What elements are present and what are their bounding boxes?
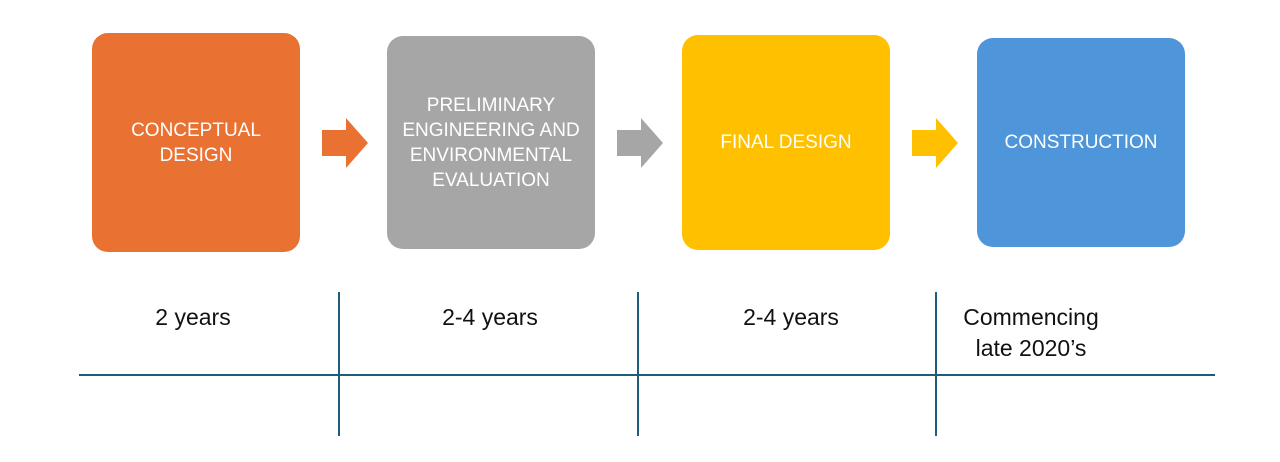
duration-final-design: 2-4 years (743, 304, 839, 330)
arrow-right-icon (912, 118, 958, 168)
duration-conceptual-design: 2 years (155, 304, 231, 330)
timeline-horizontal-line (79, 374, 1215, 376)
stage-label: FINAL DESIGN (720, 132, 852, 153)
stage-label: CONSTRUCTION (1004, 132, 1158, 153)
arrow-right-icon (322, 118, 368, 168)
stage-preliminary-engineering: PRELIMINARY ENGINEERING AND ENVIRONMENTA… (387, 36, 595, 249)
stage-construction: CONSTRUCTION (977, 38, 1185, 247)
duration-preliminary-engineering: 2-4 years (442, 304, 538, 330)
stage-label: CONCEPTUAL DESIGN (131, 119, 261, 166)
duration-construction: Commencing late 2020’s (963, 304, 1099, 361)
stage-label: PRELIMINARY ENGINEERING AND ENVIRONMENTA… (402, 94, 580, 191)
stage-final-design: FINAL DESIGN (682, 35, 890, 250)
timeline-divider (637, 292, 639, 436)
stage-conceptual-design: CONCEPTUAL DESIGN (92, 33, 300, 252)
timeline-divider (338, 292, 340, 436)
arrow-right-icon (617, 118, 663, 168)
timeline-divider (935, 292, 937, 436)
